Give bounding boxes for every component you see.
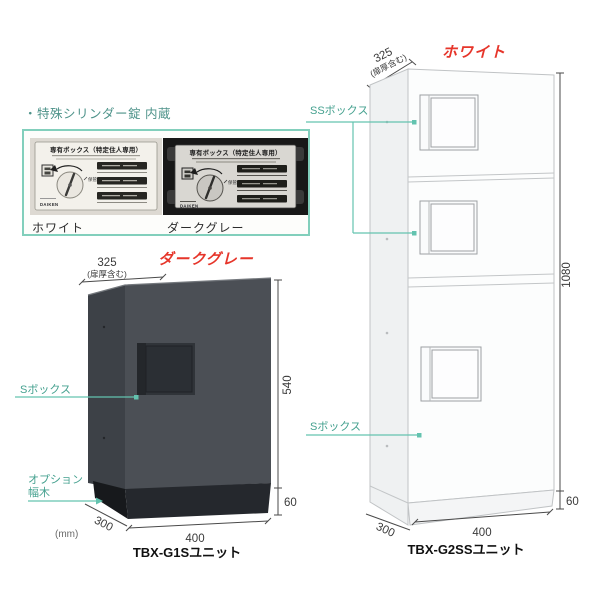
white-width-dim: 400 bbox=[472, 527, 491, 539]
white-base-dim: 60 bbox=[566, 496, 579, 508]
white-width-dim-line bbox=[411, 508, 554, 526]
lock-plate-white-drawing: 専有ボックス（特定住人専用） 保管 bbox=[30, 138, 162, 215]
caption-dark: ダークグレー bbox=[167, 221, 245, 235]
brand-logo: DAIKEN bbox=[180, 204, 198, 209]
lock-photo-dark: 専有ボックス（特定住人専用） 保管 bbox=[163, 138, 308, 215]
dark-depth-dim: 325 bbox=[97, 257, 116, 269]
ss-box-label: SSボックス bbox=[310, 104, 368, 117]
base-front-face bbox=[125, 483, 271, 519]
cabinet-front-face bbox=[125, 278, 271, 490]
dark-height-dim-line bbox=[274, 279, 282, 516]
dial-label: 保管 bbox=[88, 176, 97, 183]
dark-width-dim: 400 bbox=[185, 533, 204, 545]
white-unit-figure: ホワイト 325 (扉厚含む) bbox=[306, 44, 579, 557]
option-label-line1: オプション bbox=[28, 473, 83, 486]
door-handle bbox=[137, 343, 195, 395]
plate-header-text: 専有ボックス（特定住人専用） bbox=[50, 145, 142, 154]
mm-note: (mm) bbox=[55, 529, 78, 540]
white-unit-color-label: ホワイト bbox=[442, 44, 506, 61]
instruction-chips bbox=[237, 165, 287, 203]
dark-unit-color-label: ダークグレー bbox=[158, 250, 253, 268]
feature-title: ・特殊シリンダー錠 内蔵 bbox=[24, 107, 171, 121]
dark-base-dim: 60 bbox=[284, 497, 297, 509]
dark-side-dim-line bbox=[84, 503, 128, 527]
dark-unit-model: TBX-G1Sユニット bbox=[133, 545, 241, 560]
cabinet-side-face bbox=[369, 68, 409, 526]
option-label-line2: 幅木 bbox=[28, 486, 50, 499]
white-height-dim-line bbox=[556, 72, 564, 510]
lock-photos-frame: 専有ボックス（特定住人専用） 保管 bbox=[22, 129, 310, 236]
dark-height-dim: 540 bbox=[282, 375, 294, 394]
dial-arrow bbox=[56, 165, 83, 172]
dark-unit-figure: ダークグレー 325 (扉厚含む) bbox=[15, 250, 297, 560]
brand-logo: DAIKEN bbox=[40, 202, 58, 207]
dial-label: 保管 bbox=[228, 179, 237, 186]
door-handle-top bbox=[419, 94, 479, 151]
cabinet-side-face bbox=[88, 285, 125, 490]
caption-white: ホワイト bbox=[32, 221, 85, 235]
door-handle-bottom bbox=[420, 346, 482, 402]
lock-photo-white: 専有ボックス（特定住人専用） 保管 bbox=[30, 138, 162, 215]
dark-cabinet-drawing bbox=[87, 277, 272, 519]
dark-depth-dim-line bbox=[78, 273, 167, 286]
plate-header-text: 専有ボックス（特定住人専用） bbox=[189, 148, 281, 157]
white-side-dim-line bbox=[365, 513, 411, 531]
base-side-face bbox=[93, 481, 128, 519]
instruction-chips bbox=[97, 162, 147, 203]
dark-depth-note: (扉厚含む) bbox=[87, 269, 127, 279]
s-box-label: Sボックス bbox=[20, 383, 71, 396]
door-handle-middle bbox=[419, 200, 478, 255]
s-box-leader bbox=[306, 433, 422, 438]
dial-arrow bbox=[196, 168, 223, 175]
ss-box-leader bbox=[306, 120, 417, 236]
white-height-dim: 1080 bbox=[561, 262, 573, 288]
s-box-label: Sボックス bbox=[310, 420, 361, 433]
white-unit-model: TBX-G2SSユニット bbox=[407, 542, 524, 557]
dark-width-dim-line bbox=[125, 517, 272, 532]
white-cabinet-drawing bbox=[369, 68, 555, 526]
base-front-face bbox=[407, 489, 555, 526]
lock-plate-dark-drawing: 専有ボックス（特定住人専用） 保管 bbox=[163, 138, 308, 215]
